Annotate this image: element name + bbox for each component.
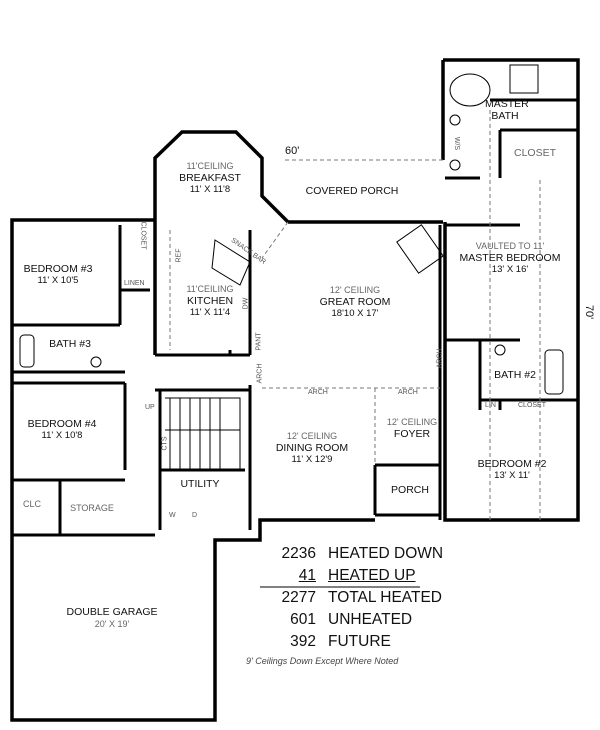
label-dw: DW: [242, 297, 250, 310]
label-arch-kitchen: ARCH: [256, 363, 264, 384]
room-covered-porch: COVERED PORCH: [305, 185, 399, 197]
room-master-bath: MASTER BATH: [485, 98, 529, 122]
label-arch-foyer: ARCH: [398, 389, 418, 396]
depth-dimension: 70': [583, 304, 596, 320]
label-arch-great-room: ARCH: [436, 348, 444, 369]
label-pantry: PANT: [255, 332, 263, 351]
label-washer: W: [169, 512, 176, 519]
room-clc: CLC: [22, 499, 42, 509]
room-porch: PORCH: [391, 484, 429, 496]
room-master-closet: CLOSET: [513, 147, 557, 159]
label-cts: CTS: [161, 436, 169, 451]
width-dimension: 60': [285, 145, 300, 157]
label-lin: LIN: [485, 402, 496, 409]
ceiling-note: 9' Ceilings Down Except Where Noted: [246, 656, 399, 666]
room-bath-3: BATH #3: [49, 338, 91, 350]
label-sinks: W/S: [453, 136, 461, 151]
room-utility: UTILITY: [180, 478, 220, 490]
label-up: UP: [145, 404, 155, 411]
label-linen: LINEN: [124, 280, 145, 287]
room-bath-2: BATH #2: [494, 369, 536, 381]
label-closet-2: CLOSET: [518, 402, 547, 409]
label-closet-3: CLOSET: [139, 221, 147, 250]
label-dryer: D: [192, 512, 198, 519]
label-ref: REF: [175, 248, 183, 263]
label-arch-dining: ARCH: [308, 389, 328, 396]
room-storage: STORAGE: [70, 503, 114, 513]
